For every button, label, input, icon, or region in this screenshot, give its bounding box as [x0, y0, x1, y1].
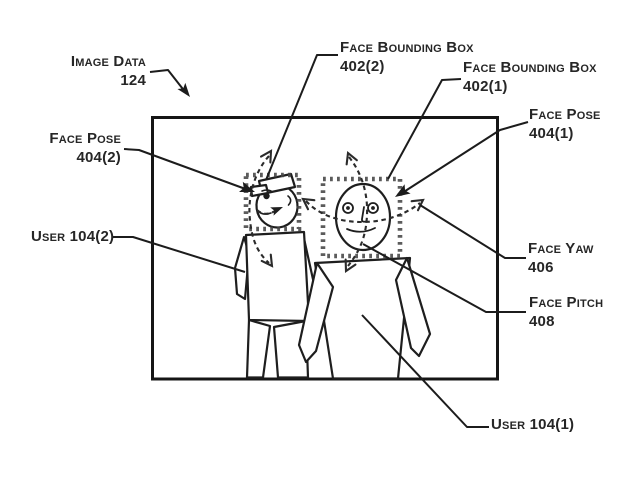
- label-image-data: Image Data 124: [70, 53, 146, 89]
- pitch-arrowhead: [345, 150, 358, 166]
- face-bounding-box-402-2: [243, 172, 302, 232]
- user-2-ear: [287, 195, 292, 206]
- leader-lines: [113, 54, 529, 428]
- label-face-pose-404-2: Face Pose 404(2): [49, 130, 121, 166]
- pitch-arrowhead: [344, 258, 357, 273]
- leader-image-data: [149, 69, 187, 94]
- user-2-torso: [244, 230, 311, 323]
- user-1-torso: [313, 256, 412, 380]
- user-1-mouth: [346, 227, 376, 233]
- leader-face-yaw-406: [419, 204, 526, 259]
- user-1-nose: [361, 206, 367, 223]
- user-2-right-leg: [272, 319, 310, 379]
- user-2-brow: [261, 189, 272, 192]
- leader-face-pose-404-2: [123, 148, 252, 192]
- pitch-arrowhead: [260, 253, 274, 268]
- pitch-arrowhead: [259, 149, 273, 164]
- leader-user-104-2: [113, 236, 246, 273]
- user-2-left-leg: [245, 318, 272, 379]
- label-face-pitch-408: Face Pitch 408: [529, 294, 604, 330]
- yaw-arrowhead: [410, 198, 425, 212]
- label-face-pose-404-1: Face Pose 404(1): [529, 106, 601, 142]
- face-pitch-arc-user-1: [347, 156, 369, 267]
- label-user-104-2: User 104(2): [31, 228, 115, 245]
- label-face-yaw-406: Face Yaw 406: [528, 240, 594, 276]
- leader-face-pose-404-1: [398, 121, 529, 196]
- user-1-left-arm: [297, 261, 335, 364]
- user-1-figure: [297, 182, 432, 380]
- image-data-arrowhead: [177, 82, 190, 97]
- user-2-eye: [263, 192, 270, 200]
- label-user-104-1: User 104(1): [491, 416, 575, 433]
- leader-face-pitch-408: [362, 243, 526, 313]
- leader-face-bounding-box-402-2: [265, 54, 338, 181]
- face-yaw-arc-user-1: [305, 200, 421, 224]
- image-frame: [151, 116, 499, 381]
- user-1-right-arm: [394, 256, 432, 358]
- face-pose-1-arrowhead: [395, 184, 411, 197]
- user-1-left-eye: [342, 202, 354, 214]
- face-yaw-arrow-user-2: [256, 208, 279, 215]
- yaw-arrowhead: [270, 207, 283, 216]
- face-pitch-arc-user-2: [248, 155, 270, 264]
- yaw-arrowhead: [301, 197, 316, 211]
- leader-face-bounding-box-402-1: [387, 78, 462, 180]
- face-pose-2-arrowhead: [239, 181, 255, 193]
- user-1-right-eye: [367, 202, 379, 214]
- label-face-bounding-box-402-2: Face Bounding Box 402(2): [340, 39, 474, 75]
- label-face-bounding-box-402-1: Face Bounding Box 402(1): [463, 59, 597, 95]
- leader-user-104-1: [361, 314, 489, 428]
